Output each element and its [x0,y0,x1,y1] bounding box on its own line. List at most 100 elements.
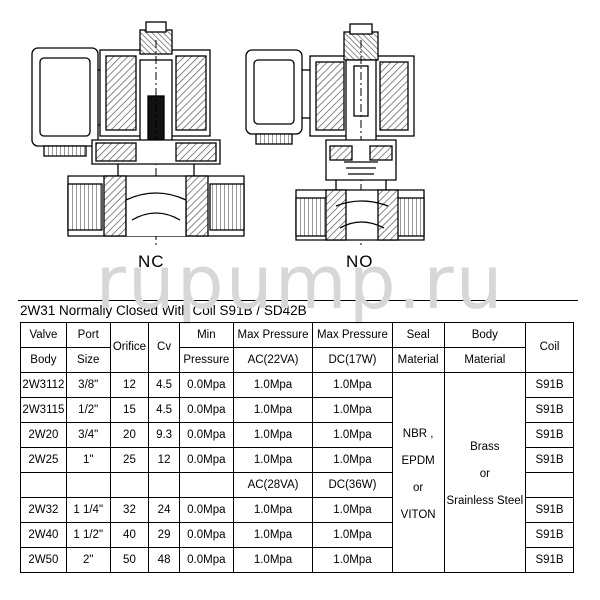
cell-dc: 1.0Mpa [312,522,393,548]
cell-min: 0.0Mpa [178,547,234,573]
cell-orifice: 50 [109,547,150,573]
cell-port: 1" [65,447,111,473]
spec-table: Valve Port Orifice Cv Min Max Pressure M… [20,322,574,573]
cell-orifice: 40 [109,522,150,548]
empty-cell [20,472,67,498]
cell-min: 0.0Mpa [178,497,234,523]
cell-coil: S91B [525,522,574,548]
seal-material-value: or [413,481,424,494]
cell-min: 0.0Mpa [178,522,234,548]
header-dc17-sub: DC(17W) [312,347,393,373]
cell-coil: S91B [525,397,574,423]
cell-port: 3/8" [65,372,111,398]
table-title: 2W31 Normally Closed With Coil S91B / SD… [20,303,307,318]
table-header-row-2: Body Size Pressure AC(22VA) DC(17W) Mate… [20,347,574,373]
header-coil: Coil [525,322,574,373]
table-row: 2W20 3/4" 20 9.3 0.0Mpa 1.0Mpa 1.0Mpa S9… [20,422,574,448]
cell-body: 2W40 [20,522,67,548]
table-row: 2W3112 3/8" 12 4.5 0.0Mpa 1.0Mpa 1.0Mpa … [20,372,574,573]
cell-dc: 1.0Mpa [312,397,393,423]
header-body: Body [443,322,527,348]
header-size-sub: Size [65,347,111,373]
table-row: 2W3115 1/2" 15 4.5 0.0Mpa 1.0Mpa 1.0Mpa … [20,397,574,423]
table-row: 2W25 1" 25 12 0.0Mpa 1.0Mpa 1.0Mpa S91B [20,447,574,473]
cell-body: 2W50 [20,547,67,573]
cell-dc: 1.0Mpa [312,547,393,573]
cell-coil: S91B [525,422,574,448]
header-pressure-sub: Pressure [178,347,234,373]
table-row: 2W50 2" 50 48 0.0Mpa 1.0Mpa 1.0Mpa S91B [20,547,574,573]
body-material-cell: Brass or Srainless Steel [443,372,527,573]
cell-coil: S91B [525,372,574,398]
cell-cv: 4.5 [148,397,180,423]
cell-ac: 1.0Mpa [232,522,314,548]
header-ac22-sub: AC(22VA) [232,347,314,373]
nc-valve-drawing [31,21,245,245]
subheader-ac28: AC(28VA) [232,472,314,498]
cell-body: 2W20 [20,422,67,448]
cell-ac: 1.0Mpa [232,422,314,448]
header-material-sub-body: Material [443,347,527,373]
header-material-sub-seal: Material [391,347,445,373]
cell-ac: 1.0Mpa [232,547,314,573]
cell-body: 2W25 [20,447,67,473]
valve-drawings: NC NO [0,0,600,280]
body-material-value: Srainless Steel [446,495,524,507]
cell-dc: 1.0Mpa [312,422,393,448]
cell-orifice: 15 [109,397,150,423]
cell-ac: 1.0Mpa [232,497,314,523]
cell-body: 2W32 [20,497,67,523]
header-min: Min [178,322,234,348]
cell-port: 1/2" [65,397,111,423]
cell-dc: 1.0Mpa [312,497,393,523]
cell-port: 1 1/4" [65,497,111,523]
body-material-value: Brass [470,441,500,453]
empty-cell [525,472,574,498]
cell-min: 0.0Mpa [178,372,234,398]
cell-cv: 9.3 [148,422,180,448]
cell-ac: 1.0Mpa [232,397,314,423]
header-max-pressure-dc: Max Pressure [312,322,393,348]
empty-cell [148,472,180,498]
cell-body: 2W3112 [20,372,67,398]
header-port: Port [65,322,111,348]
empty-cell [109,472,150,498]
cell-min: 0.0Mpa [178,447,234,473]
header-cv: Cv [148,322,180,373]
nc-label: NC [138,252,165,271]
cell-coil: S91B [525,497,574,523]
cell-coil: S91B [525,547,574,573]
subheader-dc36: DC(36W) [312,472,393,498]
empty-cell [65,472,111,498]
cell-cv: 24 [148,497,180,523]
header-seal: Seal [391,322,445,348]
cell-dc: 1.0Mpa [312,372,393,398]
header-valve: Valve [20,322,67,348]
cell-dc: 1.0Mpa [312,447,393,473]
cell-body: 2W3115 [20,397,67,423]
valve-cross-section-drawings [31,21,425,245]
cell-coil: S91B [525,447,574,473]
cell-min: 0.0Mpa [178,422,234,448]
cell-min: 0.0Mpa [178,397,234,423]
cell-ac: 1.0Mpa [232,447,314,473]
table-row: 2W32 1 1/4" 32 24 0.0Mpa 1.0Mpa 1.0Mpa S… [20,497,574,523]
subheader-row: AC(28VA) DC(36W) [20,472,574,498]
seal-material-value: VITON [400,508,436,521]
cell-port: 1 1/2" [65,522,111,548]
header-max-pressure-ac: Max Pressure [232,322,314,348]
body-material-value: or [479,468,490,480]
cell-orifice: 32 [109,497,150,523]
cell-cv: 12 [148,447,180,473]
cell-orifice: 20 [109,422,150,448]
cell-ac: 1.0Mpa [232,372,314,398]
cell-port: 3/4" [65,422,111,448]
cell-cv: 29 [148,522,180,548]
cell-cv: 48 [148,547,180,573]
seal-material-value: NBR , [402,427,434,440]
cell-port: 2" [65,547,111,573]
header-body-sub: Body [20,347,67,373]
empty-cell [178,472,234,498]
header-orifice: Orifice [109,322,150,373]
no-label: NO [346,252,374,271]
